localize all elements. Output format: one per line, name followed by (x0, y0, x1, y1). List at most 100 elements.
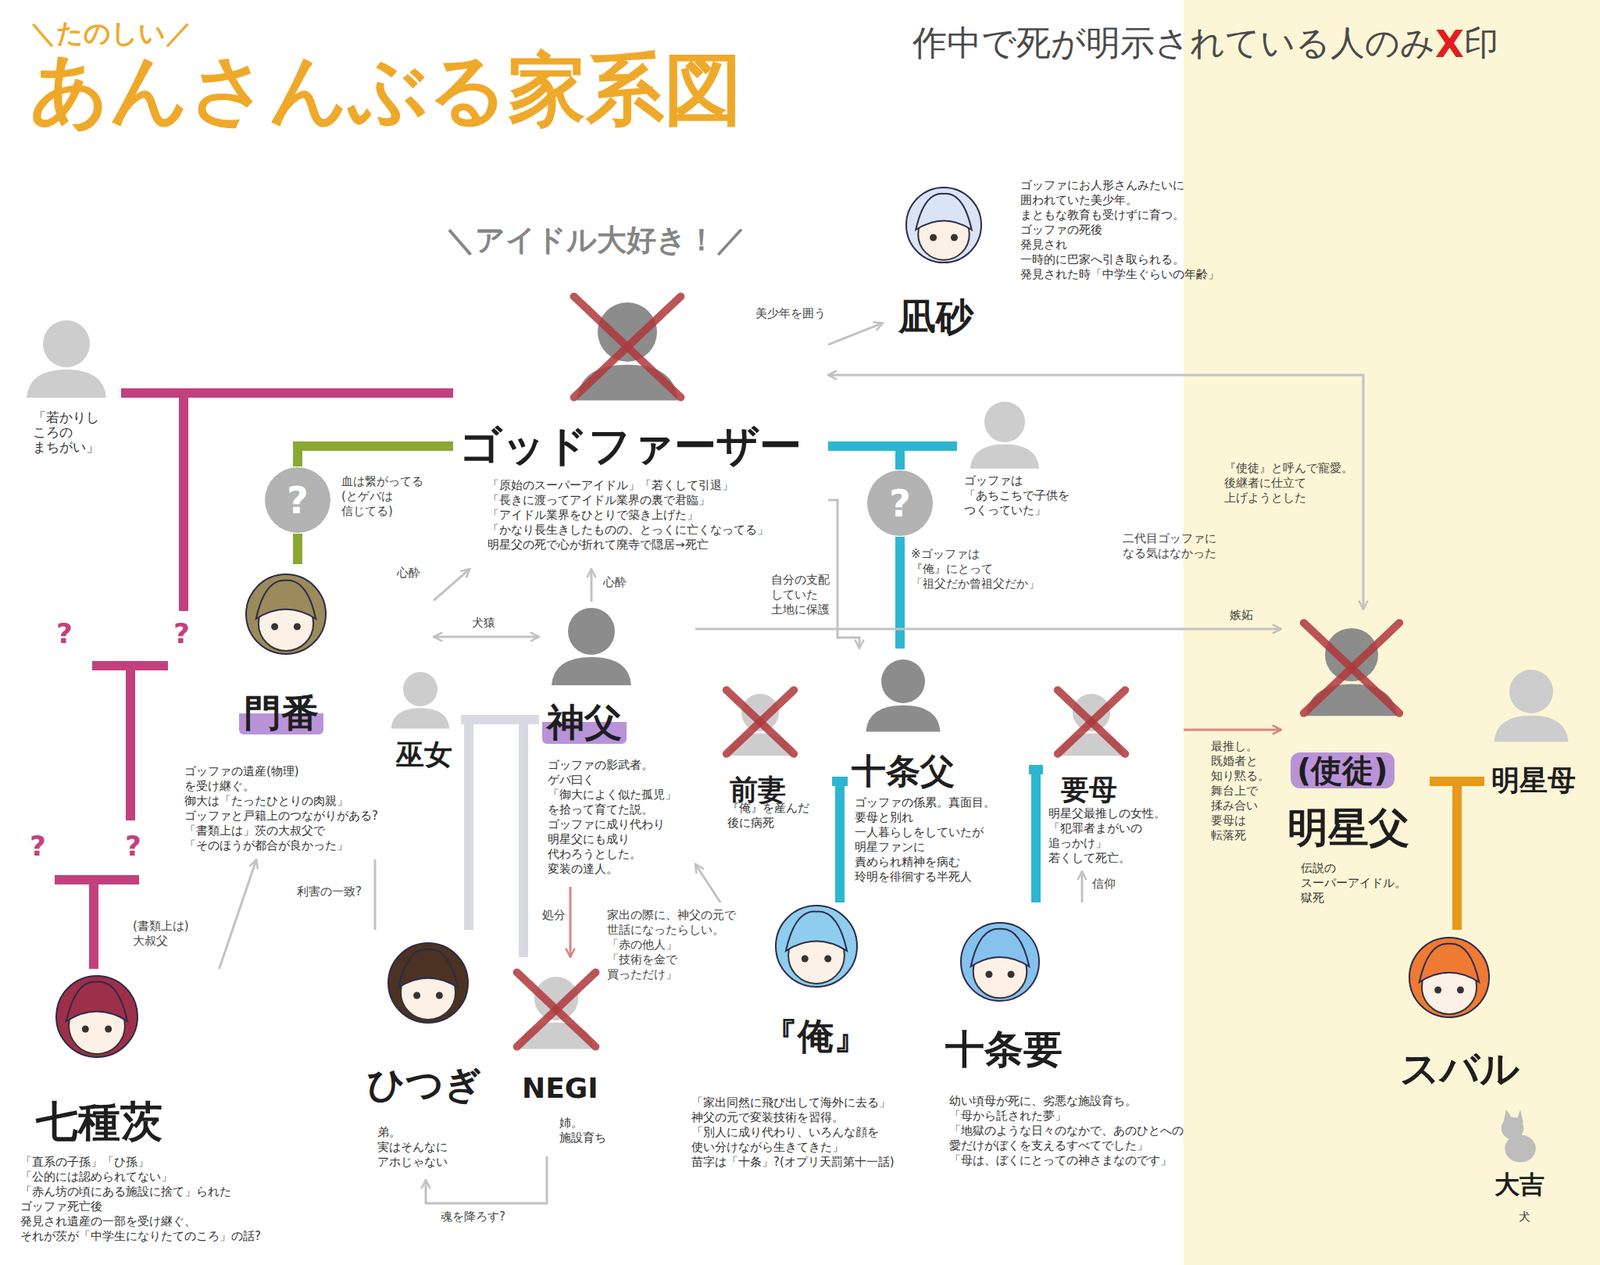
text-line: 「公的には認められてない」 (20, 1169, 261, 1185)
node-text: 『俺』を産んだ 後に病死 (727, 800, 810, 831)
text-line: 心酔 (396, 565, 421, 581)
edge-label: 家出の際に、神父の元で 世話になったらしい。 「赤の他人」 「技術を金で 買った… (605, 907, 738, 983)
text-line: 「赤の他人」 (607, 937, 736, 953)
node-text: ゴッファの遺産(物理) を受け継ぐ。 御大は「たったひとりの肉親」 ゴッファと戸… (184, 764, 379, 854)
connector (1183, 728, 1282, 732)
dog-ears (1503, 1109, 1524, 1124)
death-mark (517, 971, 597, 1047)
connector (900, 446, 958, 470)
text-line: 転落死 (1210, 828, 1270, 843)
edge-label: 信仰 (1090, 876, 1118, 892)
person-node: 前妻『俺』を産んだ 後に病死 (718, 687, 833, 836)
character-face (775, 905, 858, 987)
text-line: ゴッファ死亡後 (20, 1199, 261, 1215)
death-mark (1303, 622, 1400, 714)
circle-outline (867, 470, 933, 536)
edge-label: 魂を降ろす? (439, 1209, 508, 1225)
connector (219, 859, 258, 969)
person-node: 十条要幼い頃母が死に、劣悪な施設育ち。 「母から託された夢」 「地獄のような日々… (941, 902, 1204, 1184)
eye (293, 623, 301, 631)
note-label: ※ゴッファは 『俺』にとって 「祖父だか曾祖父だか」 (910, 546, 1040, 592)
silhouette-body (865, 705, 940, 733)
bangs (971, 928, 1030, 967)
text-line: 神父の元で変装技術を習得。 (691, 1110, 895, 1125)
node-text: 明星母 (1491, 764, 1576, 797)
person-node: 大吉犬 (1484, 1101, 1563, 1235)
text-line: 最推し。 (1210, 739, 1270, 754)
node-text: ? (264, 466, 332, 534)
silhouette (574, 296, 682, 400)
person-node: ゴッファは 「あちこちで子供を つくっていた」 (957, 386, 1090, 524)
text-line: 御大は「たったひとりの肉親」 (184, 793, 379, 809)
text-line: 実はそんなに (377, 1139, 448, 1155)
node-text: 幼い頃母が死に、劣悪な施設育ち。 「母から託された夢」 「地獄のような日々のなか… (949, 1093, 1184, 1168)
text-line: を受け継ぐ。 (184, 778, 379, 794)
edge-label: 心酔 (395, 565, 422, 581)
death-mark (1057, 689, 1125, 754)
text-line: 「母から託された夢」 (949, 1108, 1184, 1124)
connector (828, 446, 900, 470)
text-line: 獄死 (1300, 890, 1407, 906)
text-line: 上げようとした (1224, 490, 1354, 506)
text-line: 犬猿 (471, 615, 496, 631)
connector (1081, 871, 1084, 903)
node-text: 姉。 施設育ち (559, 1115, 607, 1146)
silhouette (865, 659, 940, 732)
text-line: 買っただけ」 (607, 967, 736, 983)
node-text: 犬 (1518, 1209, 1531, 1225)
edge-label: 嫉妬 (1228, 607, 1255, 623)
person-node: ひつぎ弟。 実はそんなに アホじゃない (359, 929, 489, 1180)
bangs (256, 580, 317, 619)
text-line: ゴッファの影武者。 (547, 757, 677, 773)
text-line: 「家出同然に飛び出して海外に去る」 (691, 1095, 895, 1111)
text-line: 「かなり長生きしたものの、とっくに亡くなってる」 (487, 522, 769, 538)
connector (297, 446, 454, 467)
edge-label: 処分 (540, 907, 568, 923)
text-line: ※ゴッファは (910, 546, 1040, 562)
node-text: 「家出同然に飛び出して海外に去る」 神父の元で変装技術を習得。 「別人に成り代わ… (691, 1095, 895, 1170)
bangs (915, 193, 972, 230)
person-node: 十条父ゴッファの係累。真面目。 要母と別れ 一人暮らしをしていたが 明星ファンに… (847, 648, 1029, 893)
text-line: 「母は、ぼくにとっての神さまなのです」 (949, 1153, 1184, 1168)
text-line: 『使徒』と呼んで寵愛。 (1224, 460, 1354, 476)
node-text: 弟。 実はそんなに アホじゃない (377, 1125, 448, 1170)
person-node: 明星母 (1484, 656, 1579, 801)
node-text: 大吉 (1494, 1170, 1545, 1200)
person-node: 門番ゴッファの遺産(物理) を受け継ぐ。 御大は「たったひとりの肉親」 ゴッファ… (179, 564, 434, 860)
character-face (56, 975, 138, 1058)
node-text: 神父 (542, 700, 627, 744)
death-mark (517, 971, 597, 1047)
node-text: 凪砂 (898, 295, 974, 339)
hair (960, 922, 1040, 1001)
node-text: 「若かりし ころの まちがい」 (32, 410, 100, 455)
text-line: ゴッファの遺産(物理) (184, 764, 379, 779)
text-line: 「地獄のような日々のなかで、あのひとへの (949, 1123, 1184, 1139)
text-line: 美少年を囲う (755, 306, 826, 322)
person-node: (使徒)明星父伝説の スーパーアイドル。 獄死 (1281, 609, 1430, 911)
note-label: ? (56, 617, 73, 650)
text-line: 明星父の死で心が折れて廃寺で隠居→死亡 (487, 537, 769, 553)
node-text: ゴッドファーザー (459, 421, 802, 471)
eye (1007, 971, 1015, 979)
connector (1035, 769, 1043, 903)
eye (1457, 986, 1465, 994)
text-line: 「アイドル業界をひとりで築き上げた」 (487, 507, 769, 523)
note-label: ＼アイドル大好き！／ (445, 220, 747, 261)
silhouette-head (567, 607, 615, 655)
connector (895, 536, 905, 649)
silhouette (517, 971, 597, 1049)
eye (985, 971, 993, 979)
text-line: 「あちこちで子供を (964, 488, 1070, 504)
character-face (246, 574, 326, 654)
eye (1434, 986, 1442, 994)
person-node: 巫女 (386, 667, 461, 778)
death-mark (574, 296, 682, 397)
node-text: 七種茨 (35, 1097, 163, 1147)
title: あんさんぶる家系図 (29, 46, 743, 133)
connector (828, 500, 860, 649)
character-face (1409, 937, 1490, 1018)
silhouette (1057, 689, 1125, 756)
silhouette-body (391, 707, 450, 729)
